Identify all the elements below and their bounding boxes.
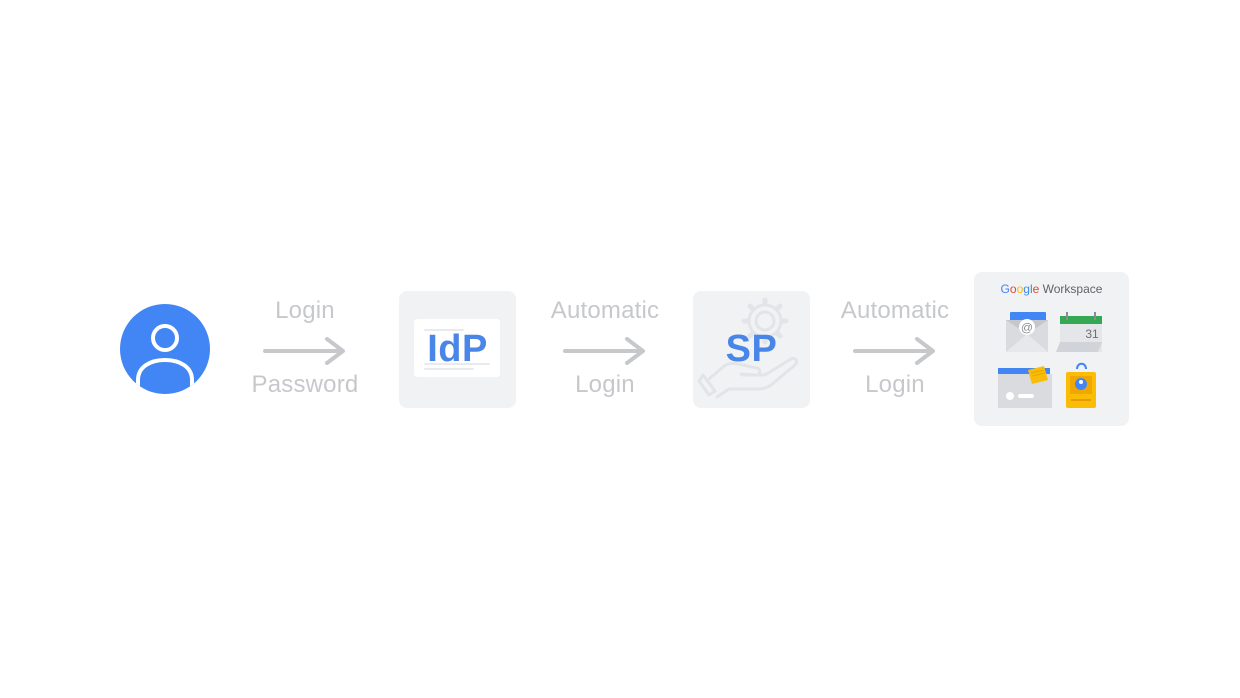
flow-label-bottom: Password [251, 371, 359, 398]
google-workspace-logo: Google Workspace [974, 282, 1129, 296]
flow-arrow-automatic-login-2: Automatic Login [830, 297, 960, 407]
flow-label-bottom: Login [865, 371, 925, 398]
gear-hand-icon [697, 297, 799, 399]
gmail-icon: @ [1006, 312, 1048, 352]
brand-letter: l [1029, 282, 1033, 296]
flow-arrow-automatic-login-1: Automatic Login [540, 297, 670, 407]
idp-card: IdP [399, 291, 516, 408]
user-avatar-icon [120, 304, 210, 394]
brand-letter: e [1032, 282, 1040, 296]
calendar-day: 31 [1085, 327, 1099, 341]
arrow-right-icon [853, 337, 935, 365]
contact-badge-icon [1066, 362, 1096, 408]
arrow-right-icon [563, 337, 645, 365]
drive-icon [998, 366, 1052, 408]
flow-label-top: Login [275, 297, 335, 324]
calendar-icon: 31 [1056, 312, 1102, 352]
svg-text:@: @ [1021, 321, 1033, 335]
arrow-right-icon [263, 337, 345, 365]
sp-label: SP [725, 328, 778, 370]
flow-label-top: Automatic [840, 297, 950, 324]
workspace-apps-illustration: @ 31 [998, 312, 1102, 408]
flow-arrow-login: Login Password [240, 297, 370, 407]
document-icon [414, 319, 500, 377]
google-wordmark: Google [1001, 282, 1043, 296]
brand-letter: g [1023, 282, 1030, 296]
brand-letter: o [1009, 282, 1017, 296]
brand-letter: G [1000, 282, 1010, 296]
google-workspace-card: Google Workspace @ 31 [974, 272, 1129, 426]
flow-label-top: Automatic [550, 297, 660, 324]
flow-label-bottom: Login [575, 371, 635, 398]
idp-label: IdP [427, 328, 488, 370]
workspace-wordmark: Workspace [1042, 282, 1103, 296]
sp-card: SP [693, 291, 810, 408]
brand-letter: o [1016, 282, 1024, 296]
